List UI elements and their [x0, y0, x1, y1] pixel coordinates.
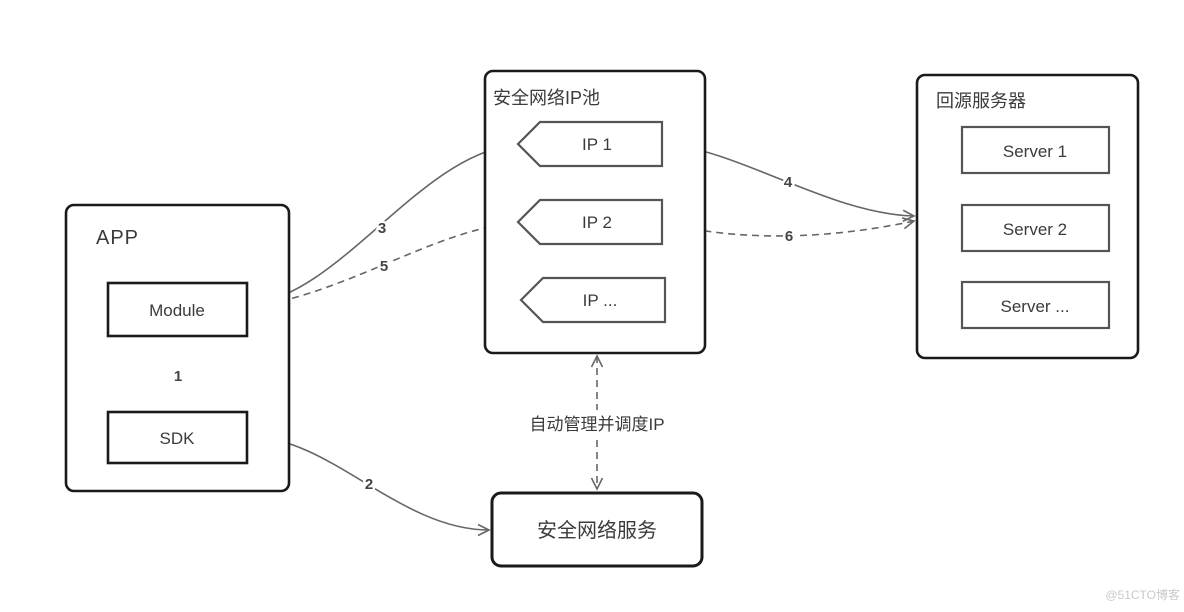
module-label: Module [149, 301, 205, 320]
edge-ip2-module [250, 217, 516, 312]
server-node-2 [960, 203, 1111, 253]
module-node [106, 281, 249, 338]
ip-node-2-label: IP 2 [582, 213, 612, 232]
app-container: APP Module SDK [64, 203, 291, 493]
dispatch-label-bg [517, 410, 679, 436]
edge-labels: 1 2 3 4 5 6 [171, 172, 795, 496]
ip-node-2 [516, 198, 664, 246]
ip-pool-container: 安全网络IP池 IP 1 IP 2 IP ... [483, 69, 707, 355]
server-node-more [960, 280, 1111, 330]
edge-label-6: 6 [785, 228, 793, 245]
edge-label-1: 1 [174, 368, 182, 385]
sdk-node [106, 410, 249, 465]
edge-label-2: 2 [365, 476, 373, 493]
edge-label-5: 5 [380, 258, 388, 275]
ip-node-1-label: IP 1 [582, 135, 612, 154]
server-node-more-label: Server ... [1001, 297, 1070, 316]
origin-title: 回源服务器 [936, 91, 1026, 111]
service-label: 安全网络服务 [537, 519, 657, 542]
dispatch-label-group: 自动管理并调度IP [517, 410, 679, 436]
ip-pool-title: 安全网络IP池 [493, 88, 600, 108]
ip-node-more [519, 276, 667, 324]
app-title: APP [96, 227, 139, 249]
sdk-label: SDK [160, 429, 196, 448]
edge-label-4: 4 [784, 174, 793, 191]
ip-node-1 [516, 120, 664, 168]
service-node: 安全网络服务 [490, 491, 704, 568]
server-node-1 [960, 125, 1111, 175]
server-node-1-label: Server 1 [1003, 142, 1067, 161]
server-node-2-label: Server 2 [1003, 220, 1067, 239]
ip-node-more-label: IP ... [583, 291, 618, 310]
watermark: @51CTO博客 [1105, 587, 1180, 602]
origin-server-container: 回源服务器 Server 1 Server 2 Server ... [915, 73, 1140, 360]
edge-label-3: 3 [378, 220, 386, 237]
dispatch-label: 自动管理并调度IP [529, 415, 664, 434]
